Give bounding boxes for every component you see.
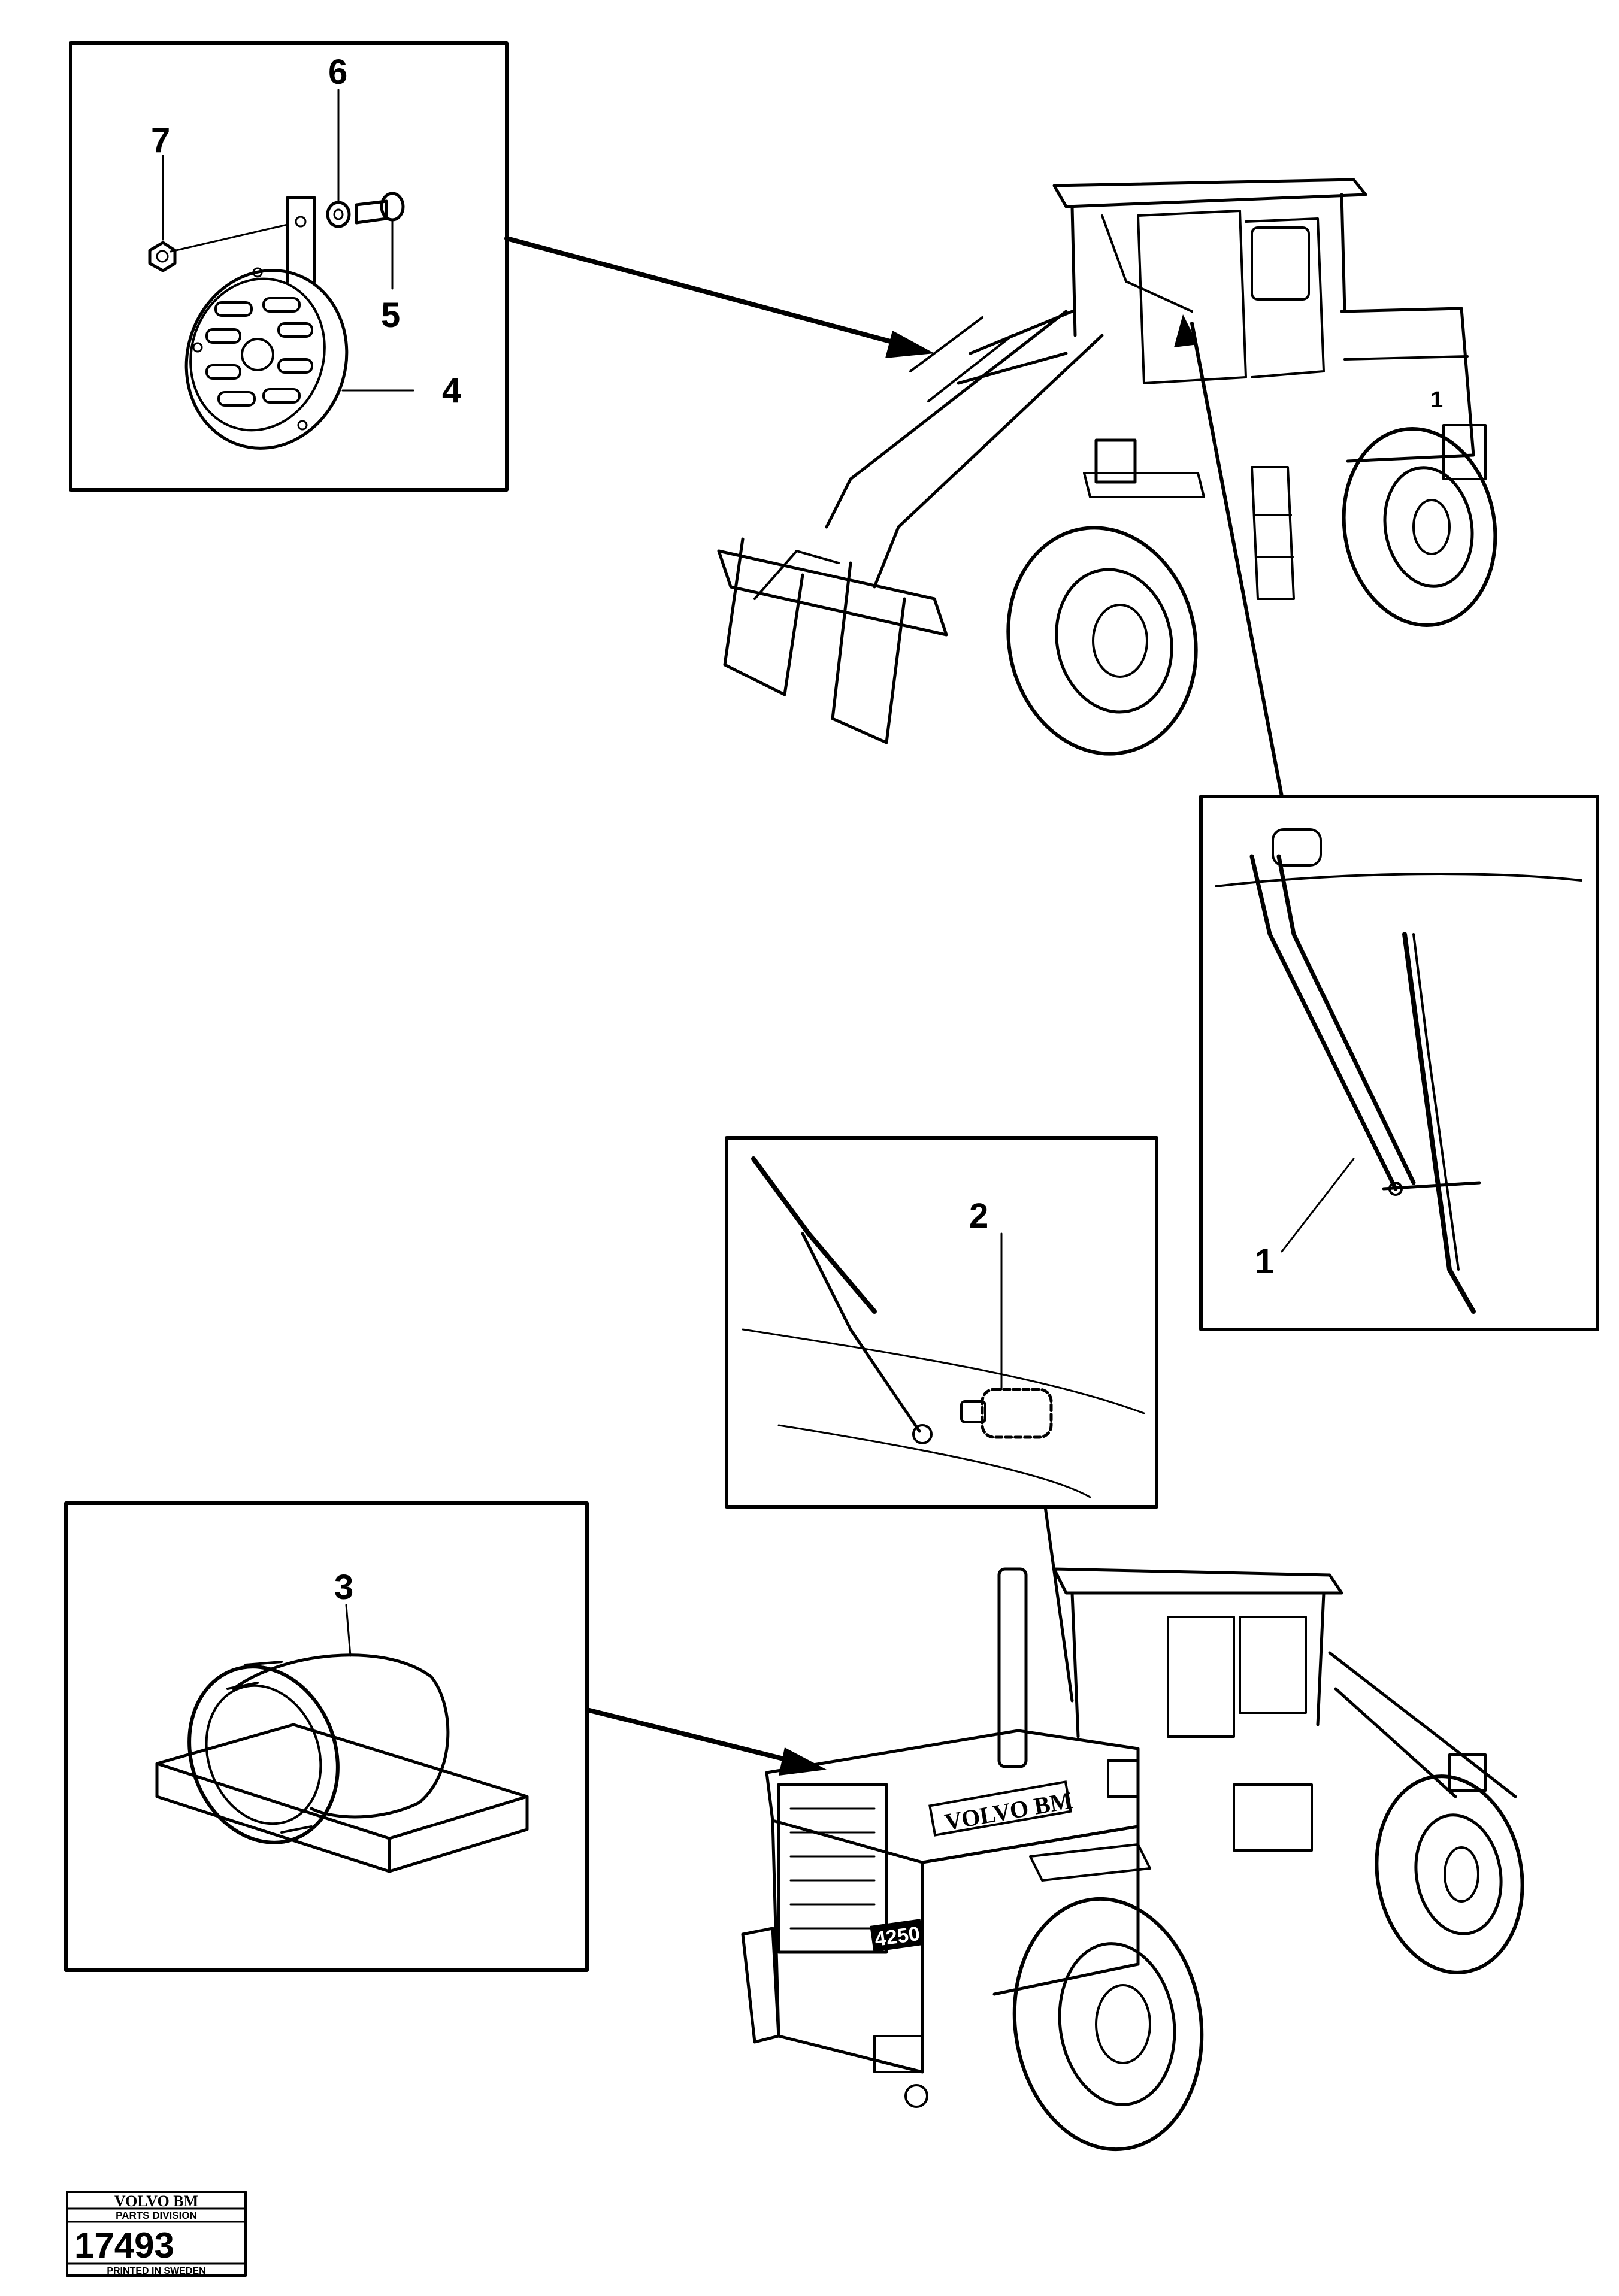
callout-1: 1	[1255, 1242, 1274, 1281]
leader-line-wiper-motor	[1043, 1505, 1074, 1703]
horn-icon	[184, 196, 349, 450]
callout-5: 5	[381, 296, 400, 335]
washer-icon	[326, 201, 351, 228]
cab-marker: 1	[1430, 387, 1443, 413]
machine-badge: VOLVO BM	[928, 1780, 1075, 1837]
wiper-motor-icon	[912, 1388, 1053, 1444]
wheel-loader-upper: 1	[717, 178, 1497, 756]
wiper-blade-rear-icon	[751, 1156, 921, 1433]
component-3-detail-panel: 3	[64, 1501, 589, 1972]
front-tire-lower	[1012, 1897, 1204, 2152]
rear-grille	[777, 1783, 888, 1954]
nut-icon	[148, 241, 177, 272]
title-block-division: PARTS DIVISION	[116, 2210, 197, 2221]
wiper-blade-icon	[1402, 932, 1476, 1314]
cylinder-component-icon	[187, 1653, 450, 1844]
horn-detail-panel: 7 6 5 4	[69, 41, 509, 492]
rear-tire-lower	[1375, 1774, 1524, 1974]
leader-arrow-wiper-arm	[1174, 314, 1284, 798]
callout-6: 6	[328, 53, 347, 92]
callout-7: 7	[151, 121, 170, 160]
front-tire-upper	[1006, 526, 1198, 756]
callout-4: 4	[442, 371, 461, 410]
leader-arrow-horn	[504, 236, 934, 358]
mounting-block-icon	[155, 1723, 529, 1873]
title-block-number: 17493	[74, 2225, 174, 2265]
wiper-arm-icon	[1249, 854, 1481, 1196]
model-tag: 4250	[870, 1919, 924, 1952]
bolt-icon	[355, 192, 405, 225]
title-block-printed: PRINTED IN SWEDEN	[107, 2266, 205, 2276]
title-block: VOLVO BM PARTS DIVISION 17493 PRINTED IN…	[66, 2191, 247, 2277]
leader-arrow-component-3	[585, 1707, 827, 1776]
wheel-loader-lower: VOLVO BM 4250	[741, 1567, 1524, 2152]
callout-3: 3	[334, 1568, 353, 1607]
rear-tire-upper	[1342, 427, 1497, 627]
wiper-motor-detail-panel: 2	[725, 1136, 1158, 1509]
wiper-arm-detail-panel: 1	[1199, 795, 1599, 1331]
title-block-brand: VOLVO BM	[114, 2192, 198, 2210]
callout-2: 2	[969, 1197, 988, 1235]
